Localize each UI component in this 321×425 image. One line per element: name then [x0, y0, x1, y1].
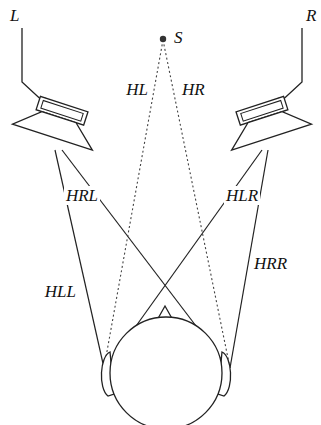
signal-label: HRL [64, 186, 100, 205]
listener-head [101, 306, 230, 425]
signal-label: R [304, 6, 318, 25]
signal-label: HLL [43, 282, 78, 301]
signal-label: HL [124, 80, 150, 99]
signal-label: L [8, 6, 21, 25]
signal-label: HRR [252, 254, 289, 273]
signal-label: HR [180, 80, 207, 99]
signal-label: HLR [224, 186, 260, 205]
loudspeaker [12, 91, 103, 150]
input-wire [276, 28, 302, 106]
virtual-source [160, 36, 166, 42]
loudspeaker [221, 91, 312, 150]
signal-label: S [172, 28, 185, 47]
input-wire [22, 28, 48, 106]
